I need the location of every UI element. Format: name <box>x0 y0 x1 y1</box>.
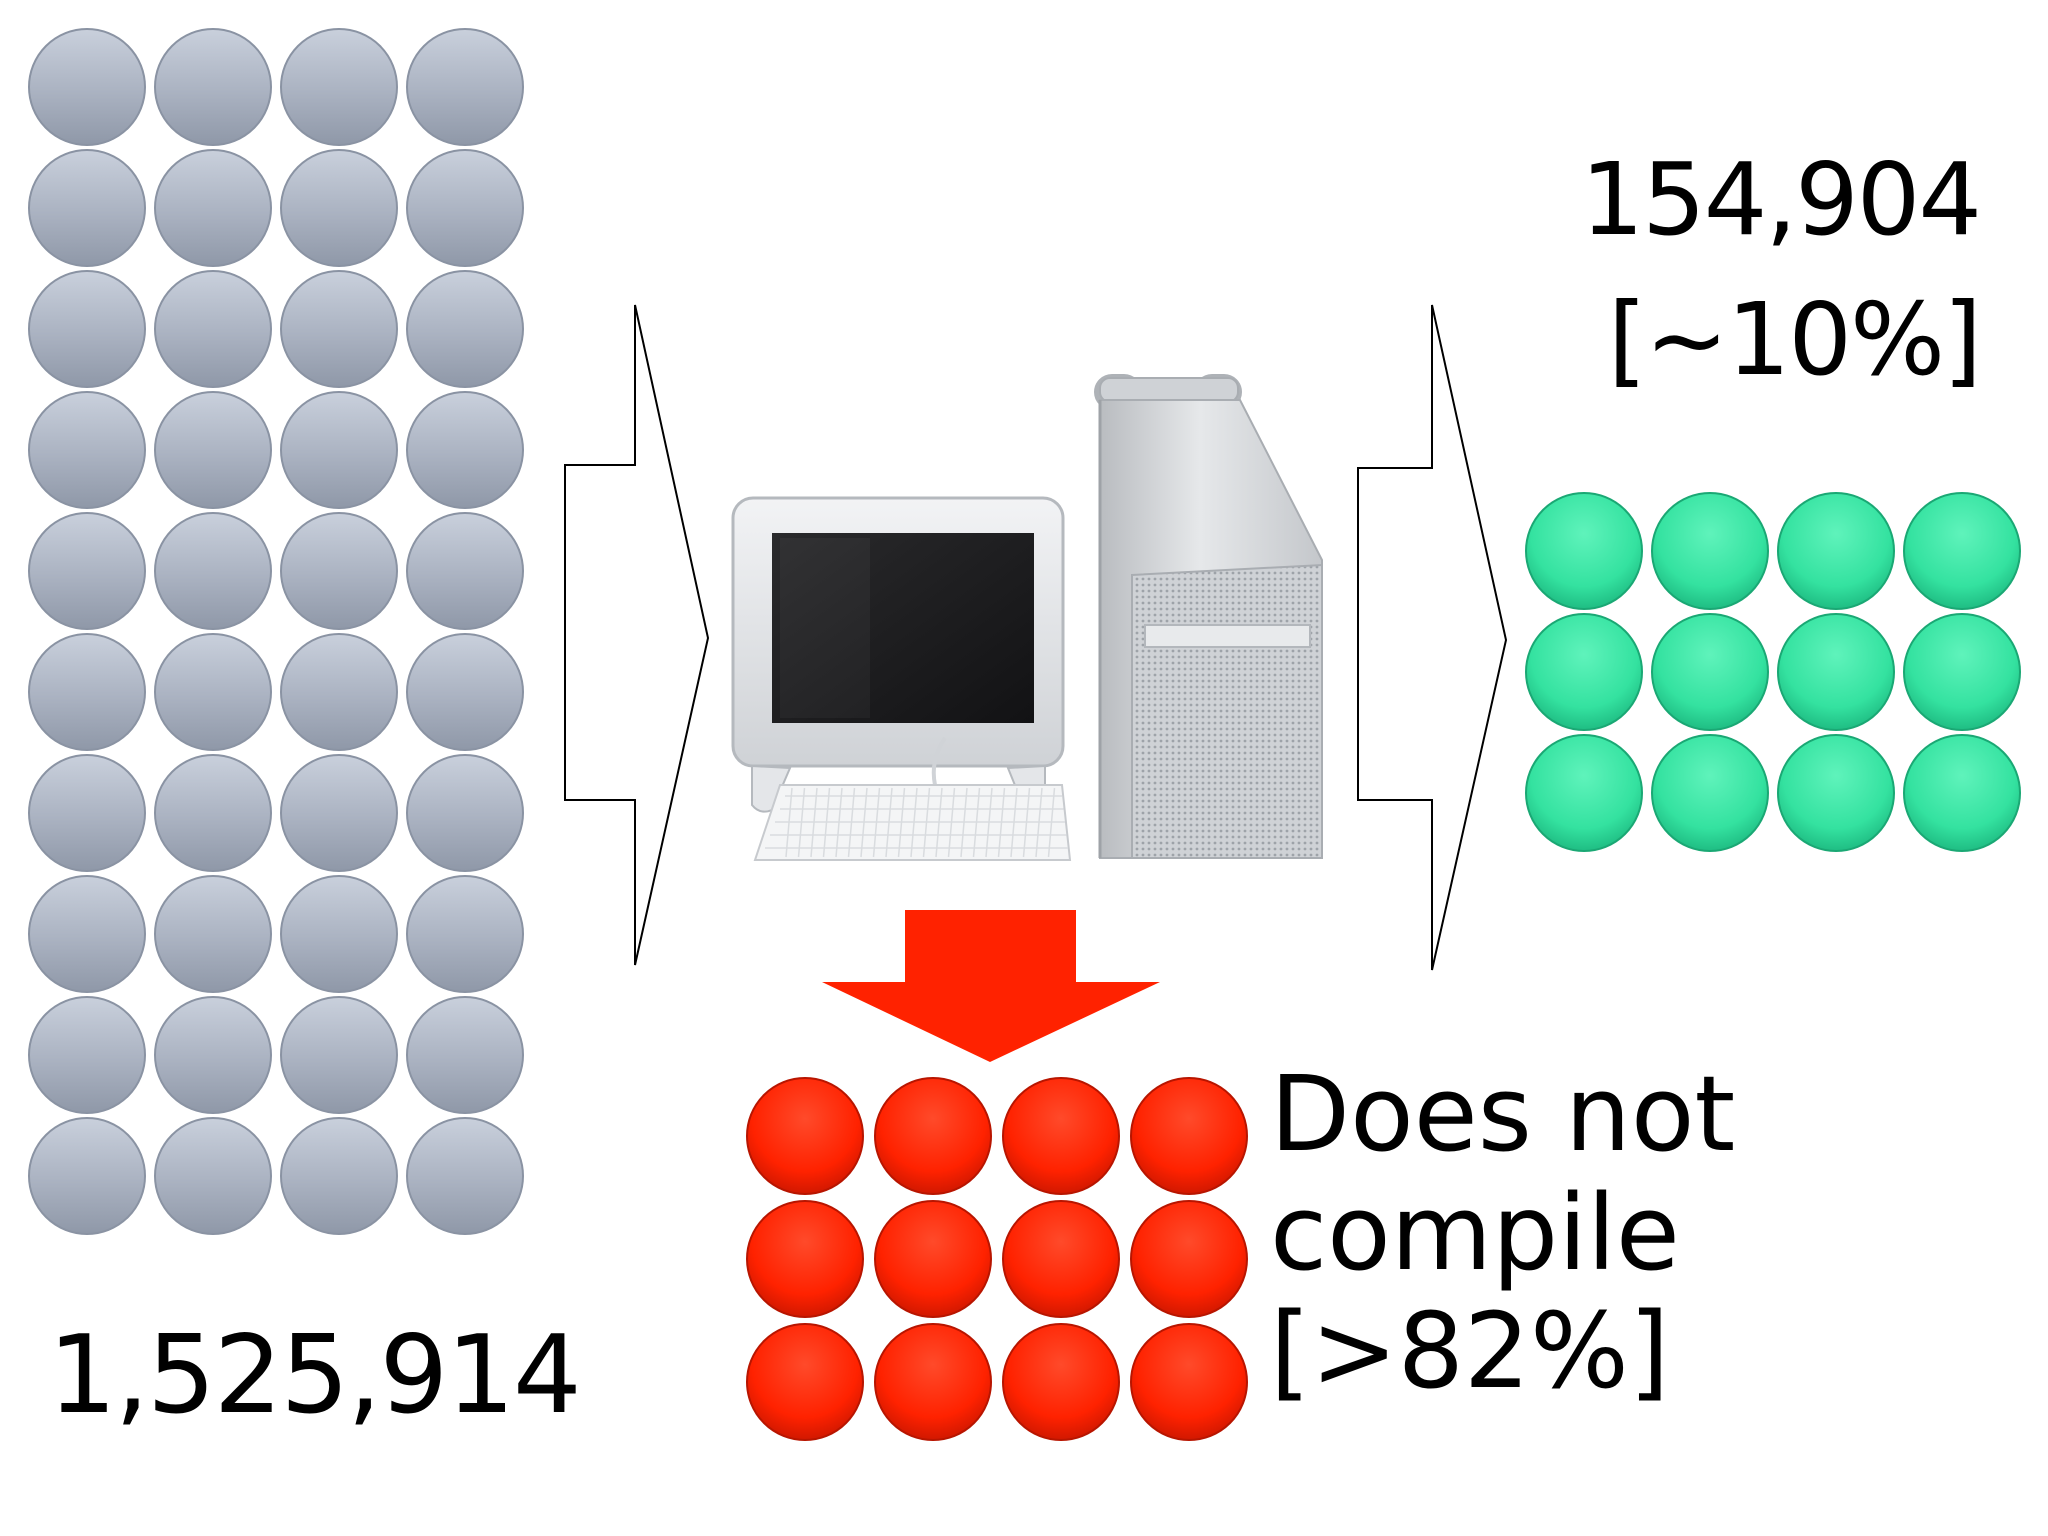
program-dot <box>28 875 146 993</box>
program-dot <box>28 1117 146 1235</box>
failing-program-dot <box>1002 1323 1120 1441</box>
program-dot <box>154 996 272 1114</box>
compiling-program-dot <box>1777 734 1895 852</box>
program-dot <box>28 270 146 388</box>
compiling-programs-percent: [~10%] <box>1607 281 1982 398</box>
program-dot <box>280 754 398 872</box>
program-dot <box>406 875 524 993</box>
input-programs-grid <box>28 28 524 1235</box>
program-dot <box>28 996 146 1114</box>
program-dot <box>406 512 524 630</box>
compiling-program-dot <box>1651 613 1769 731</box>
program-dot <box>406 28 524 146</box>
program-dot <box>406 754 524 872</box>
program-dot <box>28 391 146 509</box>
program-dot <box>280 633 398 751</box>
program-dot <box>280 875 398 993</box>
failing-program-dot <box>874 1200 992 1318</box>
program-dot <box>154 1117 272 1235</box>
compiling-program-dot <box>1903 613 2021 731</box>
failing-label-line-1: Does not <box>1270 1053 1736 1175</box>
compiling-program-dot <box>1651 734 1769 852</box>
compiling-program-dot <box>1525 734 1643 852</box>
program-dot <box>406 149 524 267</box>
failing-program-dot <box>746 1077 864 1195</box>
program-dot <box>406 1117 524 1235</box>
failing-programs-label: Does not compile [>82%] <box>1270 1055 1735 1411</box>
failing-program-dot <box>746 1200 864 1318</box>
program-dot <box>154 633 272 751</box>
program-dot <box>280 512 398 630</box>
failing-program-dot <box>874 1323 992 1441</box>
failing-program-dot <box>1130 1077 1248 1195</box>
failing-programs-percent: [>82%] <box>1270 1290 1670 1413</box>
program-dot <box>280 149 398 267</box>
compiling-program-dot <box>1651 492 1769 610</box>
compiling-program-dot <box>1903 492 2021 610</box>
program-dot <box>28 149 146 267</box>
failing-program-dot <box>874 1077 992 1195</box>
program-dot <box>154 149 272 267</box>
program-dot <box>406 996 524 1114</box>
compiling-program-dot <box>1525 613 1643 731</box>
program-dot <box>154 391 272 509</box>
program-dot <box>280 996 398 1114</box>
compiling-programs-grid <box>1525 492 2021 852</box>
failing-programs-grid <box>746 1077 1248 1441</box>
program-dot <box>154 28 272 146</box>
compiling-program-dot <box>1525 492 1643 610</box>
program-dot <box>28 512 146 630</box>
compiling-program-dot <box>1903 734 2021 852</box>
failing-program-dot <box>746 1323 864 1441</box>
program-dot <box>280 391 398 509</box>
computer-to-output-arrow <box>1357 304 1508 971</box>
failing-program-dot <box>1002 1077 1120 1195</box>
program-dot <box>154 875 272 993</box>
program-dot <box>154 754 272 872</box>
failing-program-dot <box>1130 1200 1248 1318</box>
desktop-computer-icon <box>731 374 1323 861</box>
program-dot <box>28 28 146 146</box>
program-dot <box>406 391 524 509</box>
compiling-program-dot <box>1777 613 1895 731</box>
total-programs-count: 1,525,914 <box>48 1313 582 1438</box>
program-dot <box>406 633 524 751</box>
input-to-computer-arrow <box>564 304 710 966</box>
computer-to-failure-arrow <box>822 910 1160 1062</box>
program-dot <box>28 633 146 751</box>
failing-program-dot <box>1130 1323 1248 1441</box>
program-dot <box>280 270 398 388</box>
program-dot <box>280 28 398 146</box>
failing-label-line-2: compile <box>1270 1171 1680 1294</box>
program-dot <box>28 754 146 872</box>
program-dot <box>406 270 524 388</box>
compiling-program-dot <box>1777 492 1895 610</box>
program-dot <box>280 1117 398 1235</box>
program-dot <box>154 512 272 630</box>
failing-program-dot <box>1002 1200 1120 1318</box>
program-dot <box>154 270 272 388</box>
compiling-programs-count: 154,904 <box>1580 141 1982 258</box>
